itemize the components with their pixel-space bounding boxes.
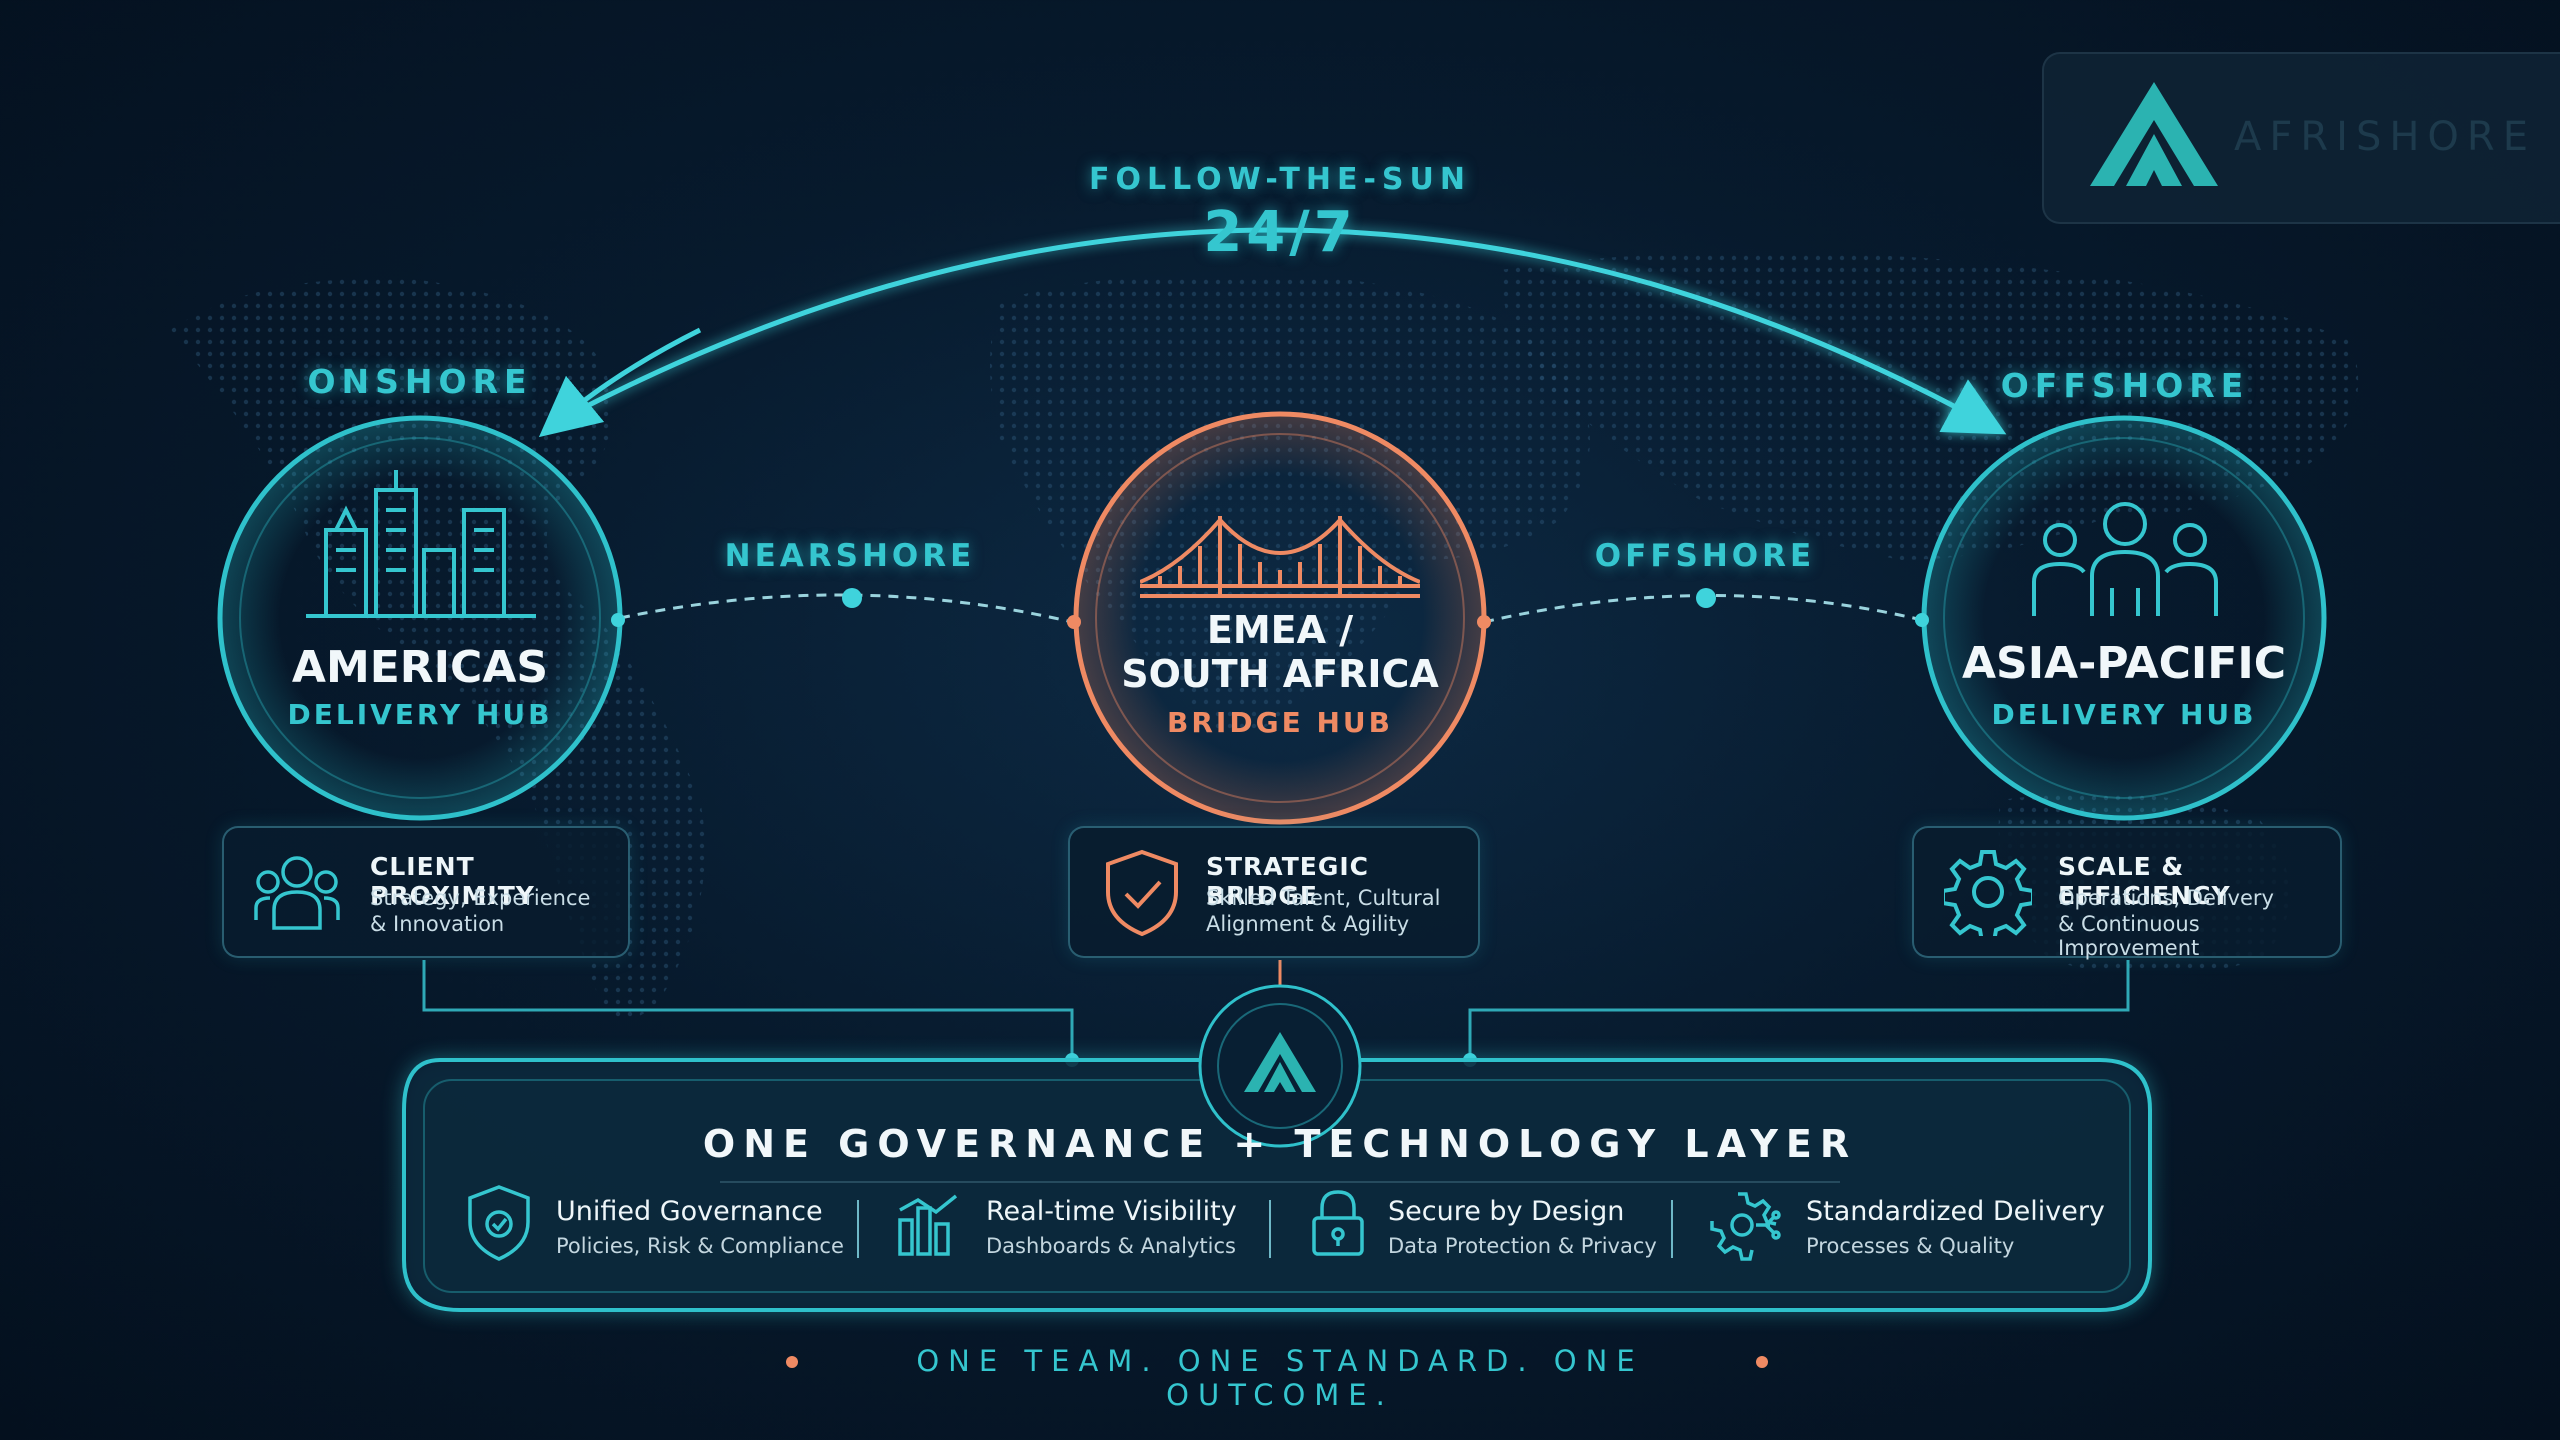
feature-subtitle: Policies, Risk & Compliance xyxy=(556,1234,844,1258)
brand-logo-panel: AFRISHORE xyxy=(2042,52,2560,224)
follow-the-sun-arc-start xyxy=(538,327,702,438)
card-line-1: Skilled Talent, Cultural xyxy=(1206,886,1441,910)
follow-the-sun-label: FOLLOW-THE-SUN xyxy=(1088,162,1472,197)
users-icon xyxy=(254,856,340,930)
feature-title: Unified Governance xyxy=(556,1196,823,1227)
feature-subtitle: Dashboards & Analytics xyxy=(986,1234,1236,1258)
bar-chart-icon xyxy=(898,1194,958,1256)
emea-hub: EMEA / SOUTH AFRICA BRIDGE HUB xyxy=(1060,490,1500,790)
americas-subtitle: DELIVERY HUB xyxy=(287,698,553,731)
nearshore-label: NEARSHORE xyxy=(724,538,976,574)
gear-circuit-icon xyxy=(1710,1192,1781,1261)
afrishore-logo-icon xyxy=(2090,82,2218,186)
card-line-1: Strategy, Experience xyxy=(370,886,591,910)
apac-subtitle: DELIVERY HUB xyxy=(1991,698,2257,731)
governance-title: ONE GOVERNANCE + TECHNOLOGY LAYER xyxy=(702,1122,1858,1166)
nearshore-connector xyxy=(619,593,1073,624)
card-line-1: Operations, Delivery xyxy=(2058,886,2274,910)
card-scale-efficiency: SCALE & EFFICIENCY Operations, Delivery … xyxy=(1912,826,2342,960)
onshore-label: ONSHORE xyxy=(307,362,533,401)
hours-label: 24/7 xyxy=(1203,200,1357,265)
offshore-node xyxy=(1696,588,1716,608)
bridge-icon xyxy=(1140,516,1420,598)
feature-title: Secure by Design xyxy=(1388,1196,1625,1227)
feature-subtitle: Processes & Quality xyxy=(1806,1234,2015,1258)
apac-title: ASIA-PACIFIC xyxy=(1961,638,2287,689)
card-line-2: & Continuous Improvement xyxy=(2058,912,2200,960)
afrishore-emblem-icon xyxy=(1244,1032,1316,1092)
city-skyline-icon xyxy=(306,470,536,618)
card-line-2: Alignment & Agility xyxy=(1206,912,1410,936)
card-title: SCALE & EFFICIENCY xyxy=(2058,852,2231,910)
lock-icon xyxy=(1312,1190,1364,1256)
card-strategic-bridge: STRATEGIC BRIDGE Skilled Talent, Cultura… xyxy=(1068,826,1480,958)
card-client-proximity: CLIENT PROXIMITY Strategy, Experience & … xyxy=(222,826,630,958)
offshore-link-label: OFFSHORE xyxy=(1594,538,1816,574)
card-title: CLIENT PROXIMITY xyxy=(370,852,535,910)
follow-the-sun-arc xyxy=(558,227,2007,435)
footer-slogan: ONE TEAM. ONE STANDARD. ONE OUTCOME. xyxy=(916,1344,1644,1412)
people-group-icon xyxy=(2032,502,2218,616)
americas-hub: AMERICAS DELIVERY HUB xyxy=(220,460,620,790)
emea-title-line2: SOUTH AFRICA xyxy=(1121,652,1439,696)
nearshore-node xyxy=(842,588,862,608)
governance-frame xyxy=(402,1058,2152,1312)
brand-name: AFRISHORE xyxy=(2234,114,2536,160)
feature-title: Standardized Delivery xyxy=(1806,1196,2105,1227)
americas-title: AMERICAS xyxy=(291,642,549,693)
shield-check-icon xyxy=(468,1185,530,1261)
shield-check-icon xyxy=(1106,849,1178,937)
gear-icon xyxy=(1944,850,2032,936)
emea-subtitle: BRIDGE HUB xyxy=(1167,706,1393,739)
offshore-label: OFFSHORE xyxy=(2000,366,2250,405)
apac-hub: ASIA-PACIFIC DELIVERY HUB xyxy=(1924,490,2324,790)
emea-title-line1: EMEA / xyxy=(1206,608,1354,652)
card-line-2: & Innovation xyxy=(370,912,505,936)
card-title: STRATEGIC BRIDGE xyxy=(1206,852,1370,910)
feature-subtitle: Data Protection & Privacy xyxy=(1388,1234,1657,1258)
feature-title: Real-time Visibility xyxy=(986,1196,1237,1227)
